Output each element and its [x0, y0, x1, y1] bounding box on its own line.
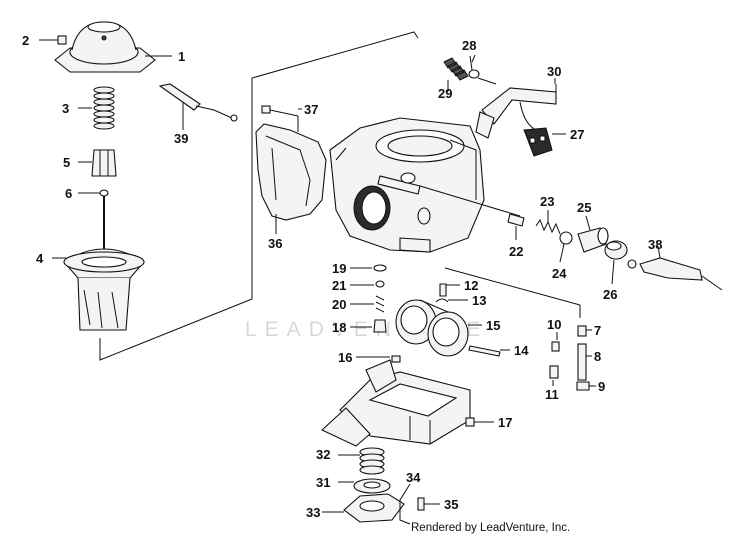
part-frame-34 — [399, 483, 411, 525]
part-cable-39 — [158, 83, 238, 130]
callout-13: 13 — [472, 293, 486, 308]
callout-20: 20 — [332, 297, 346, 312]
part-screw-20 — [375, 295, 385, 313]
render-credit: Rendered by LeadVenture, Inc. — [411, 522, 570, 534]
part-diaphragm-cover — [54, 21, 156, 73]
callout-35: 35 — [444, 497, 458, 512]
part-hose-28-line — [469, 55, 497, 85]
part-cap-26 — [604, 240, 628, 260]
callout-17: 17 — [498, 415, 512, 430]
callout-26: 26 — [603, 287, 617, 302]
callout-33: 33 — [306, 505, 320, 520]
callout-28: 28 — [462, 38, 476, 53]
callout-36: 36 — [268, 236, 282, 251]
part-screw-22 — [507, 213, 525, 227]
callout-2: 2 — [22, 33, 29, 48]
part-pin-12 — [439, 283, 447, 297]
part-pin-14 — [468, 345, 501, 357]
callout-15: 15 — [486, 318, 500, 333]
part-tube-8 — [577, 343, 587, 381]
callout-38: 38 — [648, 237, 662, 252]
callout-34: 34 — [406, 470, 421, 485]
part-carburetor-body — [329, 117, 485, 253]
callout-37: 37 — [304, 102, 318, 117]
part-screw-16 — [391, 355, 401, 363]
callout-32: 32 — [316, 447, 330, 462]
part-diaphragm-piston-4 — [63, 248, 145, 331]
part-float-15 — [395, 299, 469, 357]
part-jet-9 — [576, 381, 590, 391]
part-needle-holder-5 — [91, 149, 117, 177]
part-clip-13 — [435, 298, 449, 303]
part-jet-11 — [549, 365, 559, 379]
part-diaphragm-31 — [353, 478, 391, 494]
part-cable-38 — [627, 257, 723, 291]
group-frame-lines — [99, 31, 581, 361]
callout-39: 39 — [174, 131, 188, 146]
callout-23: 23 — [540, 194, 554, 209]
part-screw-2 — [39, 35, 67, 45]
callout-3: 3 — [62, 101, 69, 116]
part-cover-33 — [343, 493, 405, 523]
part-jet-7 — [577, 325, 587, 337]
callout-7: 7 — [594, 323, 601, 338]
part-fitting-25 — [577, 227, 609, 253]
part-oring-19 — [373, 264, 387, 272]
callout-5: 5 — [63, 155, 70, 170]
callout-1: 1 — [178, 49, 185, 64]
callout-24: 24 — [552, 266, 567, 281]
callout-16: 16 — [338, 350, 352, 365]
callout-9: 9 — [598, 379, 605, 394]
part-jet-18 — [373, 319, 387, 333]
callout-labels: 1 2 3 4 5 6 7 8 9 10 11 12 13 14 15 16 1… — [22, 33, 662, 520]
callout-21: 21 — [332, 278, 346, 293]
part-spring-29 — [443, 57, 469, 81]
part-hose-30 — [475, 84, 557, 139]
part-spring-23 — [535, 218, 561, 235]
part-throttle-shaft-line — [419, 185, 521, 217]
part-oring-28 — [468, 69, 480, 79]
callout-11: 11 — [545, 387, 559, 402]
part-spring-3 — [93, 86, 115, 130]
part-spring-32 — [359, 447, 385, 475]
callout-27: 27 — [570, 127, 584, 142]
part-jet-10 — [551, 341, 560, 352]
callout-22: 22 — [509, 244, 523, 259]
callout-14: 14 — [514, 343, 529, 358]
callout-10: 10 — [547, 317, 561, 332]
callout-29: 29 — [438, 86, 452, 101]
callout-19: 19 — [332, 261, 346, 276]
part-oring-24 — [559, 231, 573, 245]
part-spring-21 — [375, 280, 385, 288]
callout-18: 18 — [332, 320, 346, 335]
callout-4: 4 — [36, 251, 44, 266]
part-screw-17 — [465, 417, 475, 427]
part-plug-27 — [519, 101, 553, 157]
callout-31: 31 — [316, 475, 330, 490]
callout-25: 25 — [577, 200, 591, 215]
part-screw-35 — [417, 497, 425, 511]
callout-30: 30 — [547, 64, 561, 79]
part-cover-bracket-36 — [255, 123, 327, 221]
part-float-bowl — [321, 359, 471, 447]
leader-lines — [52, 54, 661, 513]
part-screw-37 — [261, 105, 299, 132]
callout-12: 12 — [464, 278, 478, 293]
callout-8: 8 — [594, 349, 601, 364]
part-jet-needle-6 — [99, 189, 109, 250]
callout-6: 6 — [65, 186, 72, 201]
